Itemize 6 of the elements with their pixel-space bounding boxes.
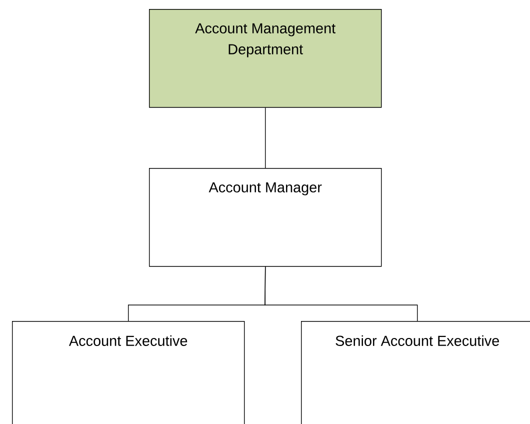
connector-line: [265, 107, 266, 168]
org-box: Account Management Department: [149, 9, 382, 108]
org-box: Senior Account Executive: [301, 321, 530, 424]
org-box: Account Executive: [12, 321, 245, 424]
org-box: Account Manager: [149, 168, 382, 267]
connector-line: [264, 266, 418, 322]
